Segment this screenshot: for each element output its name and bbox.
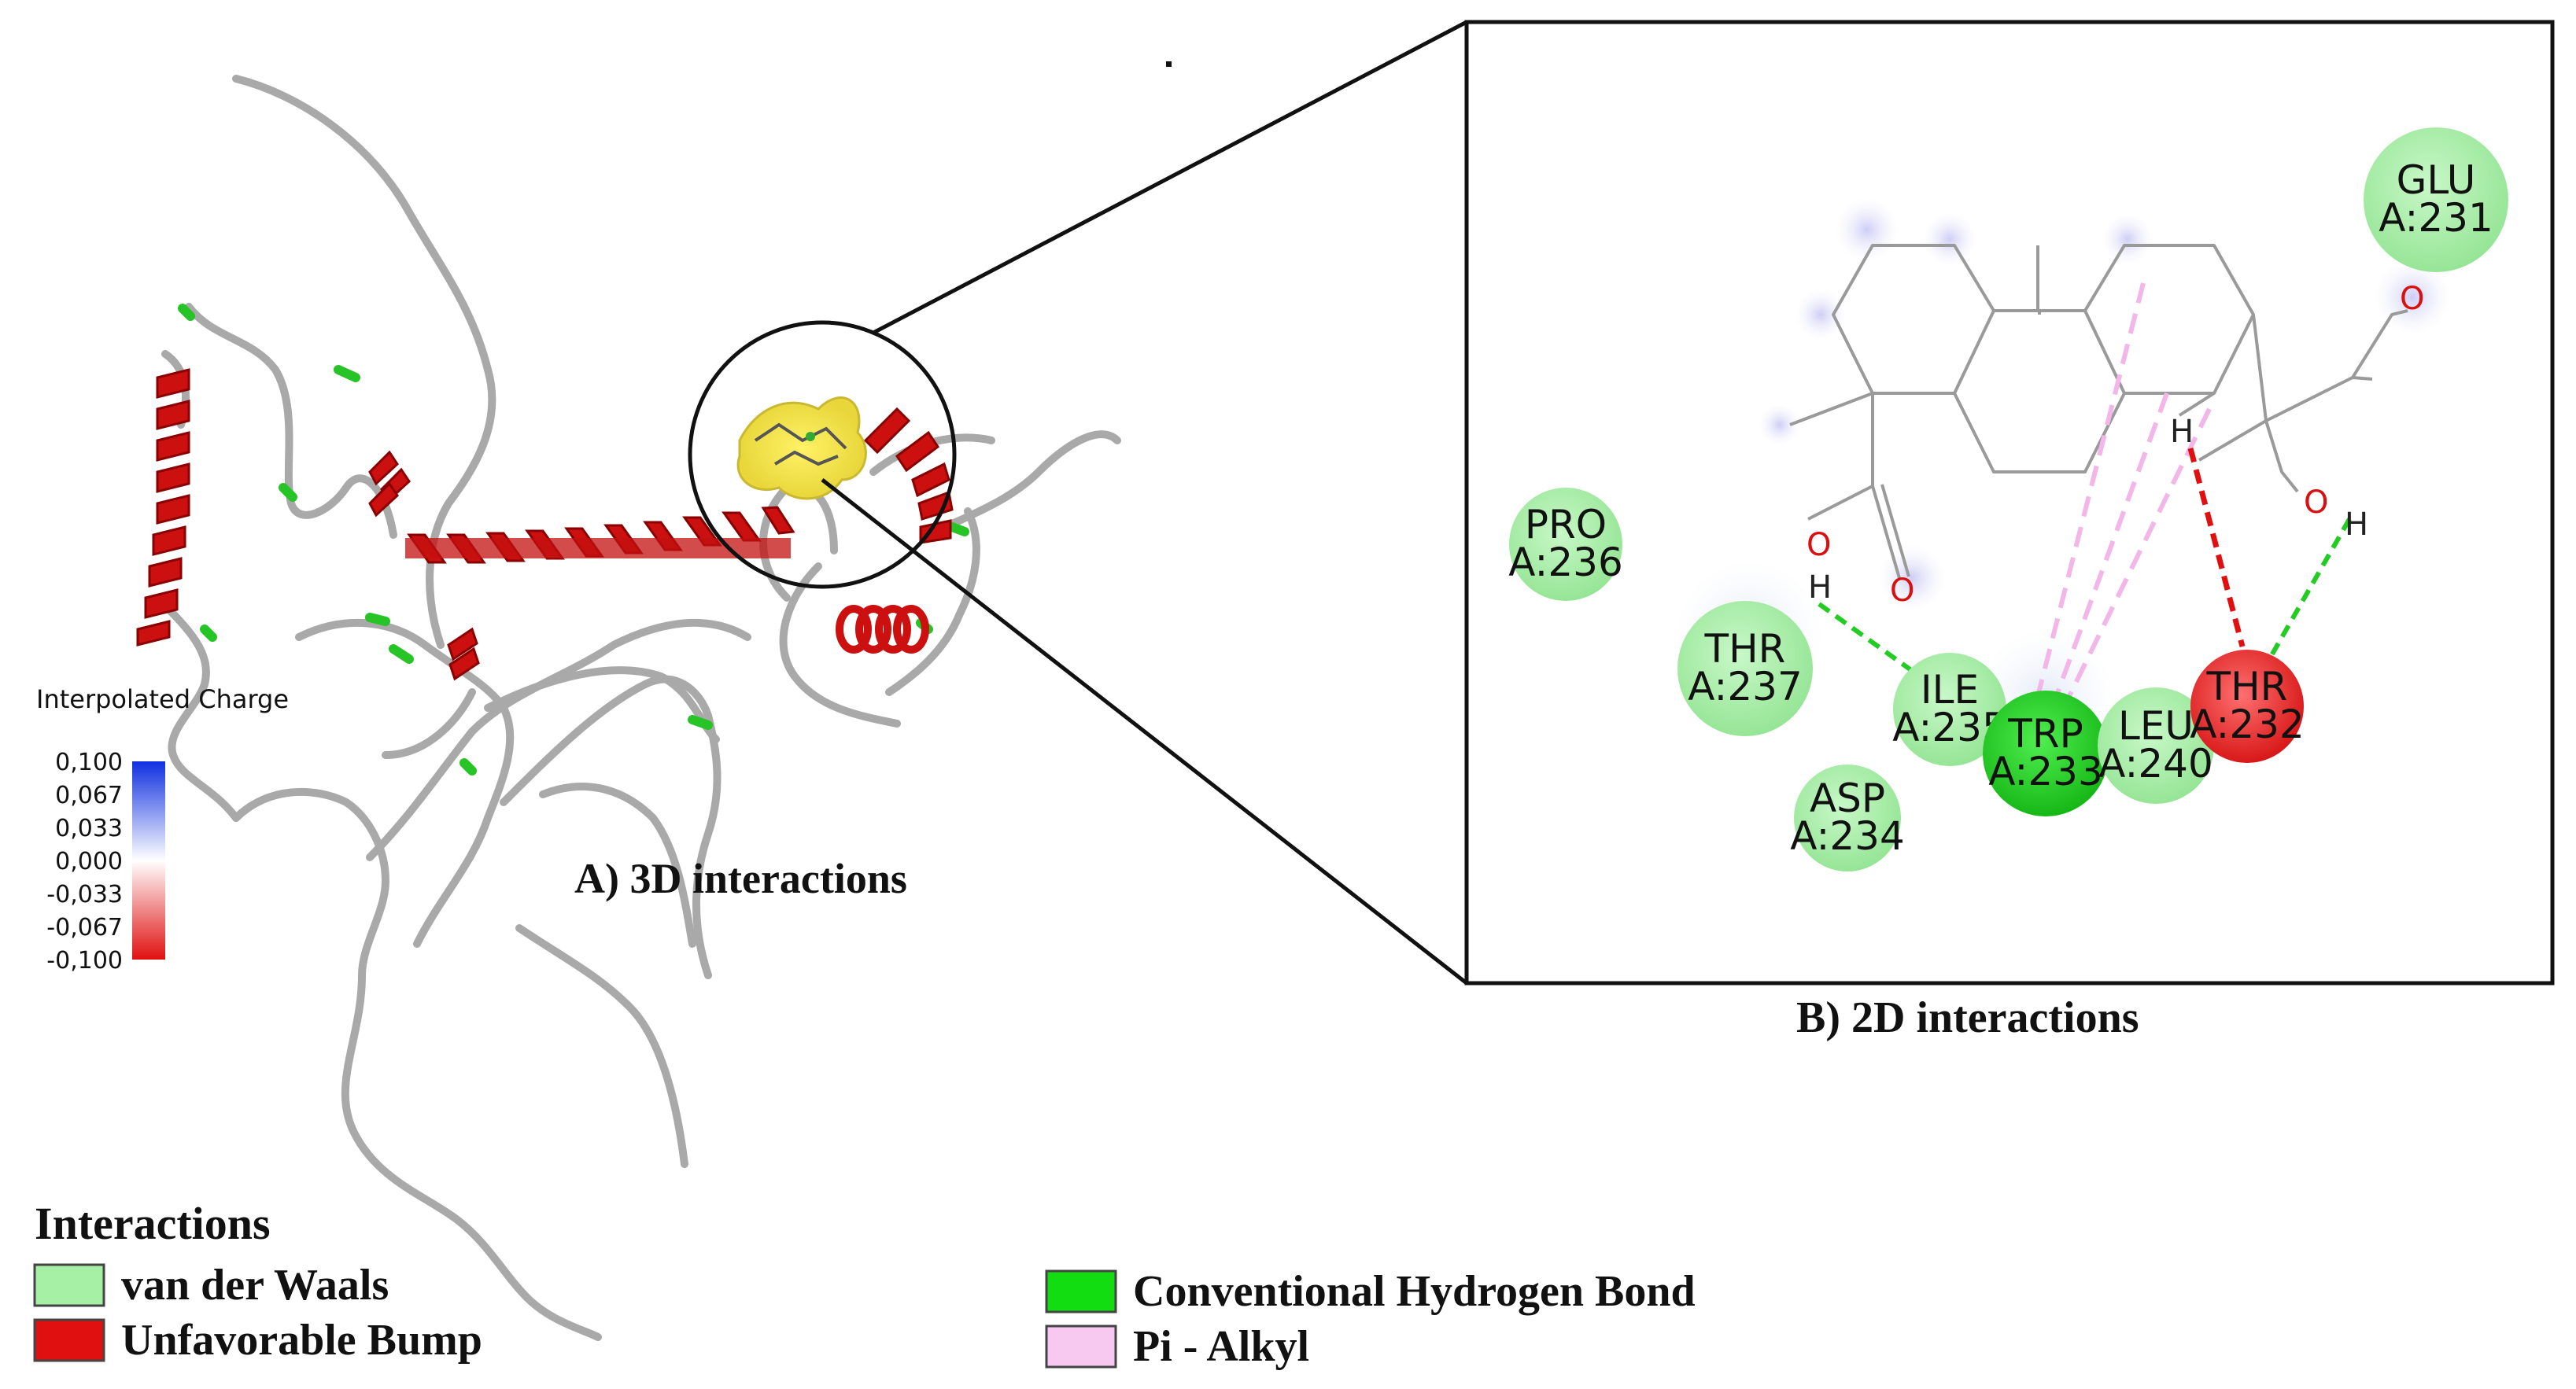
zoom-line-top <box>872 20 1468 335</box>
atom-oxygen: O <box>2400 281 2424 317</box>
legend-item: van der Waals <box>33 1261 389 1310</box>
residue-name: TRP <box>2007 711 2083 757</box>
helix-bottom-coil <box>836 605 929 654</box>
residue-disc <box>1677 601 1813 736</box>
legend-swatch <box>33 1318 105 1362</box>
hbond-lines <box>1818 518 2352 679</box>
ligand-skeleton <box>1789 244 2408 579</box>
residue-disc <box>2190 650 2304 763</box>
legend-label: van der Waals <box>121 1261 389 1310</box>
charge-tick-label: -0,100 <box>46 947 123 975</box>
helix-small-1 <box>368 450 411 518</box>
residue-name: THR <box>2206 664 2288 709</box>
legend-item: Pi - Alkyl <box>1045 1322 1309 1371</box>
charge-scale: Interpolated Charge 0,100 0,067 0,033 0,000… <box>36 684 289 975</box>
protein-backbone-coil <box>153 75 1121 1341</box>
ligand-surface <box>736 396 867 500</box>
residue-id: A:233 <box>1988 749 2103 794</box>
stray-dot <box>1166 61 1172 67</box>
charge-tick-label: 0,000 <box>55 848 123 875</box>
atom-oxygen: O <box>1890 573 1914 609</box>
charge-tick-label: -0,067 <box>46 914 123 941</box>
zoom-line-bottom <box>821 478 1468 985</box>
panel-a-label: A) 3D interactions <box>574 855 907 902</box>
residue-disc <box>2364 127 2508 272</box>
charge-tick-label: 0,033 <box>55 815 123 842</box>
charge-tick-label: 0,067 <box>55 782 123 809</box>
atom-oxygen: O <box>2304 484 2328 521</box>
helix-small-2 <box>447 627 480 681</box>
residue-name: ASP <box>1810 776 1885 821</box>
panel-3d: Interpolated Charge 0,100 0,067 0,033 0,000… <box>36 20 1468 1341</box>
legend-label: Unfavorable Bump <box>121 1316 482 1365</box>
legend-swatch <box>1045 1269 1117 1313</box>
residue-disc <box>1509 488 1622 601</box>
pi-alkyl-lines <box>2035 282 2212 706</box>
residue-id: A:236 <box>1508 540 1623 585</box>
helix-binding <box>863 407 954 544</box>
bump-line <box>2187 448 2246 647</box>
charge-scale-bar <box>132 761 165 960</box>
atom-hydrogen: H <box>2345 507 2368 543</box>
residue-id: A:231 <box>2379 195 2493 241</box>
legend-swatch <box>33 1263 105 1307</box>
protein-helices <box>136 368 954 681</box>
residue-id: A:237 <box>1688 664 1803 709</box>
residue-name: PRO <box>1525 502 1607 547</box>
charge-scale-title: Interpolated Charge <box>36 684 289 714</box>
residue-disc <box>2098 687 2214 804</box>
legend-title: Interactions <box>35 1198 271 1249</box>
residue-id: A:240 <box>2098 741 2213 787</box>
legend-label: Conventional Hydrogen Bond <box>1133 1267 1696 1316</box>
residue-name: THR <box>1704 626 1786 672</box>
panel-b-label: B) 2D interactions <box>1796 993 2139 1042</box>
legend-item: Unfavorable Bump <box>33 1316 482 1365</box>
atom-hydrogen: H <box>2170 414 2194 450</box>
charge-tick-label: -0,033 <box>46 881 123 908</box>
zoom-circle <box>688 320 957 589</box>
legend-label: Pi - Alkyl <box>1133 1322 1309 1371</box>
residue-name: ILE <box>1921 667 1979 713</box>
residue-name: LEU <box>2118 703 2194 749</box>
charge-scale-ticks: 0,100 0,067 0,033 0,000 -0,033 -0,067 -0,100 <box>46 749 123 975</box>
atom-oxygen: O <box>1807 527 1831 563</box>
charge-tick-label: 0,100 <box>55 749 123 776</box>
residue-name: GLU <box>2397 157 2476 203</box>
residue-id: A:232 <box>2190 702 2305 747</box>
ligand-atoms: O H O H O H O <box>1807 281 2424 609</box>
residue-disc <box>1893 653 2006 766</box>
atom-hydrogen: H <box>1808 569 1832 606</box>
legend-item: Conventional Hydrogen Bond <box>1045 1267 1696 1316</box>
helix-left <box>136 368 190 647</box>
residue-disc <box>1794 765 1901 871</box>
residue-id: A:234 <box>1790 813 1905 859</box>
legend-swatch <box>1045 1325 1117 1369</box>
residue-disc <box>1983 691 2109 816</box>
